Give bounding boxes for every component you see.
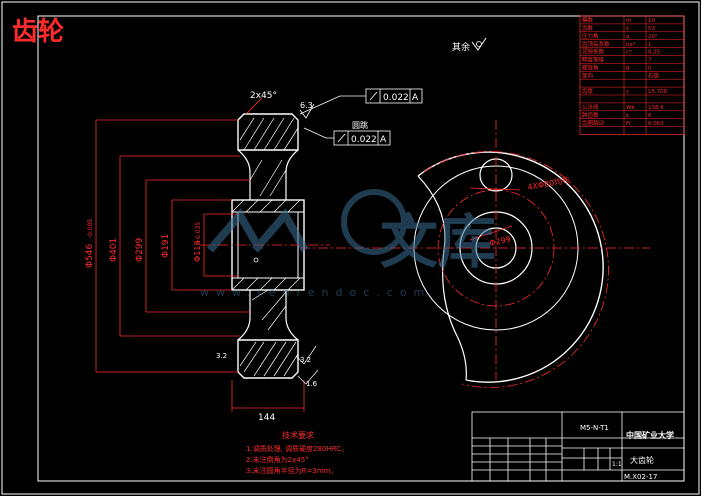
param-cell: 压力角 [582, 32, 599, 40]
inner-border [37, 15, 685, 482]
param-cell: 齿厚 [582, 88, 594, 95]
param-cell: s [626, 89, 629, 95]
roughness-symbol-icon [471, 37, 487, 51]
roughness-other-label: 其余 [452, 41, 470, 53]
tech-line-2: 2.未注倒角为2x45° [246, 455, 309, 464]
dim-width: 144 [258, 413, 275, 423]
param-cell: 0.063 [648, 121, 664, 127]
dim-401: Φ401 [109, 238, 119, 262]
param-cell: 螺旋角 [582, 64, 599, 72]
param-cell: c* [626, 50, 632, 56]
param-cell: Wk [626, 105, 635, 111]
param-cell: 公法线 [582, 103, 599, 111]
param-cell: 齿数 [582, 24, 594, 32]
param-cell: 跨齿数 [582, 111, 599, 119]
holes-note: 4XΦ80均布 [527, 175, 571, 192]
runout-mid-frame [303, 127, 391, 146]
watermark-text: 文库 [380, 208, 496, 276]
roughness-bottom-small: 1.6 [306, 380, 318, 388]
dim-bore-tolerance: +0.035 [195, 222, 202, 244]
dim-outer-diameter: Φ546 [85, 243, 95, 268]
diameter-dimensions [95, 119, 305, 412]
tech-line-1: 1.调质处理, 调质硬度280HRC。 [246, 444, 348, 453]
roughness-circle-icon [476, 41, 482, 47]
param-cell: 旋向 [582, 71, 593, 79]
title-block-part-name: 大齿轮 [630, 455, 654, 465]
tech-line-3: 3.未注圆角半径为R=3mm。 [246, 466, 338, 475]
front-dim-299: Φ299 [489, 235, 512, 248]
param-cell: 7 [648, 58, 652, 64]
param-cell: 15.708 [648, 89, 668, 95]
watermark: 文库 www.renrendoc.com [200, 189, 496, 299]
dim-bore: Φ118 [193, 240, 202, 262]
param-table: 模数 m 10 齿数 z 53 压力角 α 20° 齿顶高系数 ha* 1 顶隙系数 c* 0.25 精度等级… [579, 15, 685, 135]
param-cell: 精度等级 [582, 56, 605, 64]
title-block-drawing-no: M.X02-17 [624, 473, 657, 481]
title-block [471, 411, 685, 482]
front-view [300, 120, 650, 388]
tech-title: 技术要求 [282, 430, 314, 440]
param-cell: 模数 [582, 16, 594, 24]
runout-top-ref: A [412, 93, 419, 103]
param-cell: 10 [648, 18, 655, 24]
runout-mid-value: 0.022 [351, 135, 377, 145]
param-cell: 138.6 [648, 105, 664, 111]
page-title: 齿轮 [12, 17, 64, 47]
param-cell: 0 [648, 66, 652, 72]
runout-mid-ref: A [380, 135, 387, 145]
param-cell: 1 [648, 42, 652, 48]
param-cell: α [626, 34, 630, 40]
param-cell: k [626, 113, 630, 119]
title-block-scale: 1:1 [612, 461, 622, 468]
runout-mid-label: 圆跳 [352, 120, 368, 130]
dim-191: Φ191 [161, 234, 171, 258]
param-cell: 6 [648, 113, 652, 119]
dim-299: Φ299 [135, 237, 145, 262]
param-cell: 20° [648, 34, 658, 40]
param-cell: 53 [648, 26, 655, 32]
roughness-top: 6.3 [300, 101, 313, 110]
param-cell: z [626, 26, 629, 32]
param-cell: 顶隙系数 [582, 48, 605, 56]
param-cell: 齿顶高系数 [582, 40, 610, 48]
param-cell: 右旋 [648, 71, 660, 79]
watermark-url: www.renrendoc.com [200, 286, 431, 299]
param-cell: 0.25 [648, 50, 661, 56]
param-cell: m [626, 18, 631, 24]
title-block-code: M5-N-T1 [580, 424, 609, 432]
title-block-school: 中国矿业大学 [626, 430, 674, 440]
roughness-bottom-right: 3.2 [300, 356, 311, 364]
param-cell: 齿圈跳动 [582, 119, 605, 127]
param-cell: β [626, 66, 630, 72]
section-view [200, 113, 330, 379]
param-cell: Fr [626, 121, 632, 127]
runout-top-frame [299, 88, 423, 115]
runout-top-value: 0.022 [383, 93, 409, 103]
param-cell: ha* [626, 42, 636, 48]
roughness-bottom-left: 3.2 [216, 352, 227, 360]
chamfer-note: 2x45° [250, 91, 277, 101]
dim-outer-tolerance: -0.085 [87, 218, 94, 238]
